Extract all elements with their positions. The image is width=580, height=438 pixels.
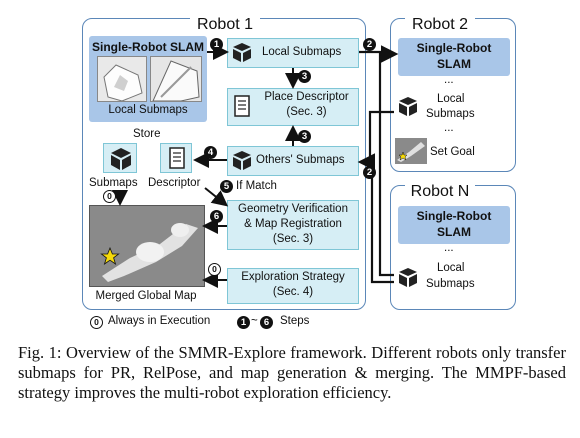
local-submap-image-2 [150, 56, 202, 102]
robotN-dots: ... [444, 242, 454, 254]
geometry-verification-module [227, 200, 359, 250]
robotN-local-line-2: Submaps [426, 278, 475, 290]
robot2-title: Robot 2 [405, 16, 475, 34]
robot1-slam-title: Single-Robot SLAM [92, 40, 204, 54]
step-0-badge-exploration: 0 [208, 263, 221, 276]
exploration-strategy-module [227, 268, 359, 304]
store-label: Store [133, 128, 161, 140]
legend-always-label: Always in Execution [108, 315, 211, 327]
descriptor-label: Descriptor [148, 177, 201, 189]
step-0-badge-store: 0 [103, 190, 116, 203]
legend-6-badge: 6 [260, 316, 273, 329]
robot1-local-submaps-label: Local Submaps [108, 104, 188, 116]
place-descriptor-label: Place Descriptor [264, 91, 349, 103]
merged-global-map-label: Merged Global Map [95, 290, 197, 302]
robot2-set-goal-map [395, 138, 427, 164]
robot2-local-line-2: Submaps [426, 108, 475, 120]
exploration-line-1: Exploration Strategy [241, 271, 345, 283]
step-3-badge-top: 3 [298, 70, 311, 83]
geometry-line-1: Geometry Verification [238, 203, 348, 215]
step-2-badge-bottom: 2 [363, 166, 376, 179]
geometry-line-2: & Map Registration [244, 218, 342, 230]
step-5-badge: 5 [220, 180, 233, 193]
legend-range-sep: ~ [251, 315, 258, 327]
exploration-line-2: (Sec. 4) [272, 286, 314, 298]
geometry-line-3: (Sec. 3) [272, 233, 314, 245]
step-4-badge: 4 [204, 146, 217, 159]
goal-star-icon [100, 246, 120, 265]
robot2-dots-2: ... [444, 122, 454, 134]
robotN-slam-line-1: Single-Robot [416, 209, 492, 223]
robotN-local-line-1: Local [437, 262, 465, 274]
if-match-label: If Match [236, 180, 277, 192]
robot2-slam-line-1: Single-Robot [416, 41, 492, 55]
local-submap-image-1 [97, 56, 147, 102]
step-6-badge: 6 [210, 210, 223, 223]
robotN-title: Robot N [405, 183, 475, 201]
legend-steps-label: Steps [280, 315, 310, 327]
set-goal-label: Set Goal [430, 146, 475, 158]
step-1-badge: 1 [210, 38, 223, 51]
robot2-local-line-1: Local [437, 93, 465, 105]
figure-caption: Fig. 1: Overview of the SMMR-Explore fra… [18, 343, 566, 402]
robotN-panel [390, 185, 516, 310]
robot2-slam-box [398, 38, 510, 76]
robot2-dots-1: ... [444, 74, 454, 86]
local-submaps-module-label: Local Submaps [262, 46, 342, 58]
legend-1-badge: 1 [237, 316, 250, 329]
robotN-slam-line-2: SLAM [437, 225, 471, 239]
place-descriptor-sec: (Sec. 3) [286, 106, 327, 118]
robotN-slam-box [398, 206, 510, 244]
others-submaps-label: Others' Submaps [256, 154, 345, 166]
robot2-slam-line-2: SLAM [437, 57, 471, 71]
robot1-title: Robot 1 [190, 16, 260, 34]
submaps-store-icon [103, 143, 137, 173]
legend-0-badge: 0 [90, 316, 103, 329]
step-2-badge-top: 2 [363, 38, 376, 51]
submaps-label: Submaps [89, 177, 138, 189]
descriptor-store-icon [160, 143, 192, 173]
merged-global-map-image [89, 205, 205, 287]
step-3-badge-bottom: 3 [298, 130, 311, 143]
